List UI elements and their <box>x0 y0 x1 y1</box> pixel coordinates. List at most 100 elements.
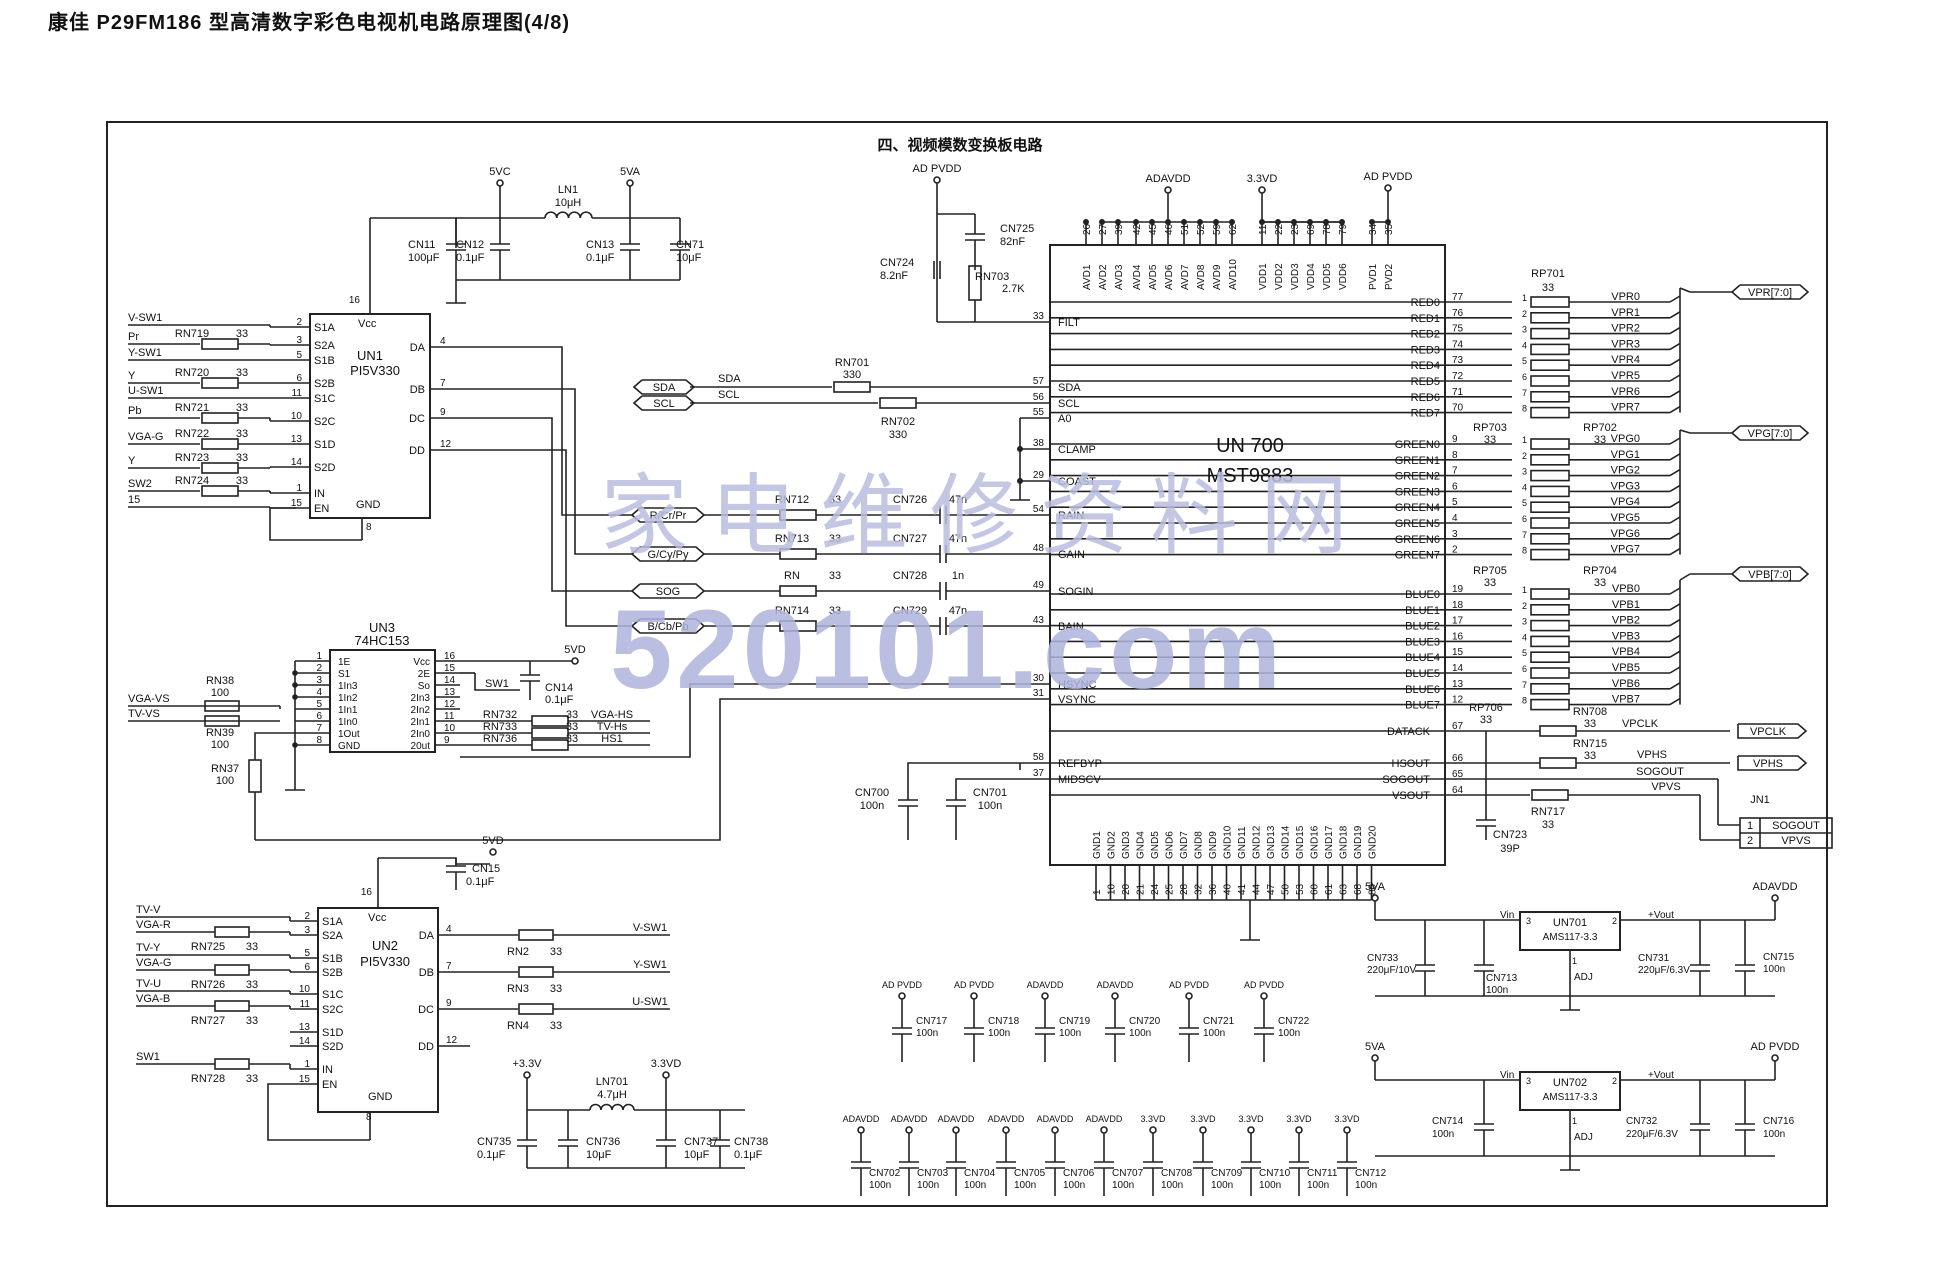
bus-entry <box>1669 468 1681 477</box>
un2-out-res-ref: RN2 <box>507 946 529 958</box>
decap-rail: ADAVDD <box>938 1114 975 1124</box>
rail-terminal <box>1185 992 1193 1000</box>
bus-entry <box>1669 532 1681 540</box>
pin-name: BLUE0 <box>1405 589 1440 601</box>
pin-name: VSOUT <box>1392 790 1430 802</box>
pin-number: 19 <box>1452 584 1464 595</box>
analog-res-value: 33 <box>829 533 841 545</box>
vpb-net-name: VPB7 <box>1612 694 1640 706</box>
pin-number: 65 <box>1452 769 1464 780</box>
rail-plus-3.3v: +3.3V <box>512 1058 542 1070</box>
pin-number: 41 <box>1237 883 1248 895</box>
vpclk-label-text: VPCLK <box>1750 726 1787 738</box>
pin-name: S1D <box>314 439 335 451</box>
decap-value: 100n <box>988 1028 1010 1039</box>
pin-name: S1B <box>322 953 343 965</box>
un1-res-value: 33 <box>236 367 248 379</box>
vpg-net-name: VPG0 <box>1611 433 1640 445</box>
reg-0-out-rail-terminal <box>1771 894 1779 902</box>
rp-pin: 2 <box>1522 601 1527 611</box>
cap-33v-ref: CN738 <box>734 1136 768 1148</box>
decap-value: 100n <box>1112 1180 1134 1191</box>
analog-input-0-text: R/Cr/Pr <box>650 510 687 522</box>
un1-res-value: 33 <box>236 452 248 464</box>
rail-5va: 5VA <box>620 166 641 178</box>
pin-number: 46 <box>1164 223 1175 235</box>
pin-number: 4 <box>316 687 322 698</box>
junction <box>292 742 298 748</box>
rp702-value: 33 <box>1594 434 1606 446</box>
pin-number: 9 <box>446 998 452 1009</box>
rail-adpvdd-2: AD PVDD <box>1364 171 1413 183</box>
hs-res-1 <box>531 727 569 739</box>
pin-name: SDA <box>1058 382 1081 394</box>
vpg-array-resistor <box>1530 501 1570 514</box>
un1-ref: UN1 <box>357 348 383 363</box>
pin-number: 11 <box>1258 224 1269 235</box>
jn1-net: VPVS <box>1781 835 1810 847</box>
un2-input-net: TV-Y <box>136 942 161 954</box>
bus-entry <box>1669 618 1681 627</box>
pin-number: 16 <box>349 295 361 306</box>
rp-pin: 7 <box>1522 388 1527 398</box>
pin-number: 11 <box>300 999 311 1010</box>
rail-terminal <box>1247 1126 1255 1134</box>
pin-number: 10 <box>299 984 311 995</box>
rp703-value: 33 <box>1484 434 1496 446</box>
pin-name: S1B <box>314 355 335 367</box>
rn38-value: 100 <box>211 687 229 699</box>
pin-number: 22 <box>1274 223 1285 235</box>
un2-part: PI5V330 <box>360 954 410 969</box>
rn708-ref: RN708 <box>1573 706 1607 718</box>
pin-name: VDD3 <box>1290 263 1301 290</box>
pin-name: AVD8 <box>1196 264 1207 290</box>
decap-ref: CN720 <box>1129 1016 1161 1027</box>
pin-number: 5 <box>304 948 310 959</box>
pin-name: 2In2 <box>411 705 431 716</box>
pin-number: 26 <box>1082 223 1093 235</box>
pin-name: VDD2 <box>1274 263 1285 290</box>
rn717-ref: RN717 <box>1531 806 1565 818</box>
vpg-net-name: VPG5 <box>1611 512 1640 524</box>
rp-pin: 4 <box>1522 340 1527 350</box>
pin-number: 14 <box>444 675 456 686</box>
un1-input-net: Y <box>128 455 136 467</box>
pin-number: 31 <box>1033 688 1045 699</box>
pin-name: DD <box>418 1041 434 1053</box>
pin-name: GND5 <box>1150 831 1161 859</box>
bus-entry <box>1669 405 1681 414</box>
pin-number: 47 <box>1266 883 1277 895</box>
reg-1-part: AMS117-3.3 <box>1543 1092 1598 1103</box>
decap-ref: CN712 <box>1355 1168 1387 1179</box>
pin-number: 6 <box>316 711 322 722</box>
analog-res-ref: RN713 <box>775 533 809 545</box>
pin-name: RED5 <box>1411 376 1440 388</box>
ln1-value: 10μH <box>555 197 582 209</box>
un1-input-net: Y-SW1 <box>128 347 162 359</box>
un2-output-res <box>518 1003 554 1015</box>
page-title: 康佳 P29FM186 型高清数字彩色电视机电路原理图(4/8) <box>48 12 571 34</box>
pin-number: 12 <box>440 439 452 450</box>
hs-res-0 <box>531 715 569 727</box>
pin-name: REFBYP <box>1058 758 1102 770</box>
pin-number: 35 <box>1384 223 1395 235</box>
pin-number: 51 <box>1180 223 1191 235</box>
decap-value: 100n <box>964 1180 986 1191</box>
rp-pin: 5 <box>1522 498 1527 508</box>
pin-number: 45 <box>1148 223 1159 235</box>
pin-number: 30 <box>1033 673 1045 684</box>
pin-number: 14 <box>291 457 303 468</box>
pin-name: GND16 <box>1310 825 1321 859</box>
cap-33v-value: 0.1μF <box>477 1149 506 1161</box>
un2-input-res <box>214 964 250 976</box>
un1-res-ref: RN721 <box>175 402 209 414</box>
junction <box>1369 219 1376 226</box>
pin-name: RED3 <box>1411 344 1440 356</box>
un1-power-cap-value: 10μF <box>676 252 702 264</box>
cn14-value: 0.1μF <box>545 694 574 706</box>
un1-res-value: 33 <box>236 328 248 340</box>
un1-input-res <box>201 338 239 350</box>
un700-part: MST9883 <box>1207 465 1294 487</box>
pin-name: 20ut <box>411 741 431 752</box>
rail-terminal <box>905 1126 913 1134</box>
